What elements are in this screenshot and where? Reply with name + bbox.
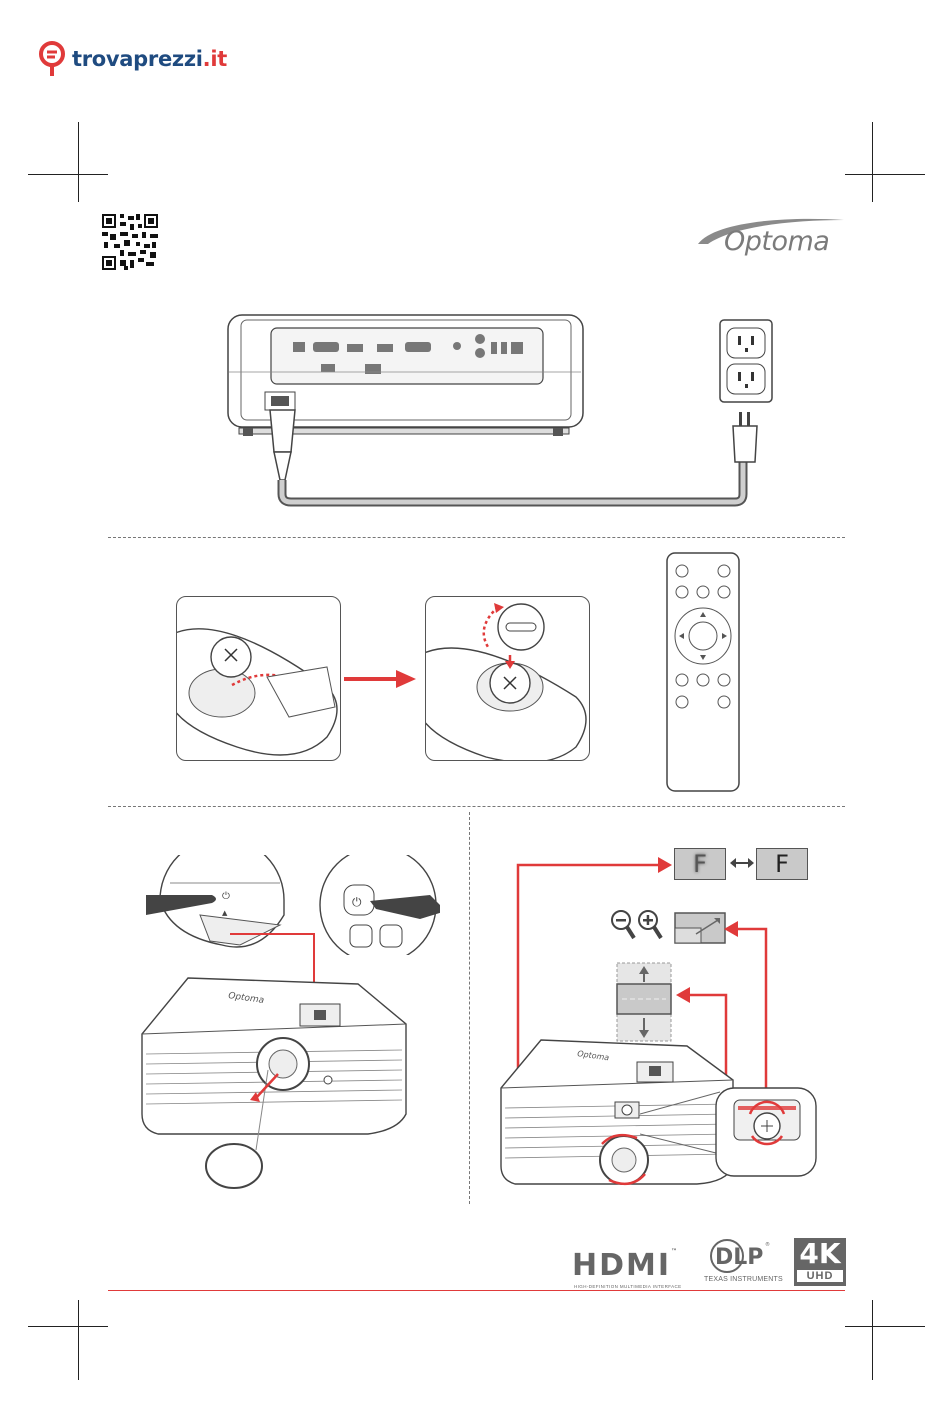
- certification-logos: HDMI™ HIGH-DEFINITION MULTIMEDIA INTERFA…: [572, 1238, 848, 1288]
- hdmi-logo: HDMI™: [572, 1248, 679, 1283]
- svg-text:▲: ▲: [222, 909, 228, 917]
- section-divider-vertical: [469, 812, 470, 1204]
- battery-insert-panel: [425, 596, 590, 761]
- next-step-arrow-icon: [344, 670, 416, 688]
- svg-text:DLP: DLP: [715, 1245, 763, 1270]
- lens-dial-callout: [640, 1070, 822, 1180]
- power-outlet-icon: [720, 320, 772, 402]
- battery-remove-panel: [176, 596, 341, 761]
- footer-rule: [108, 1290, 845, 1291]
- optoma-logo: Optoma: [694, 214, 854, 266]
- projector-front-illustration: Optoma: [138, 974, 410, 1194]
- 4k-uhd-logo: 4K UHD: [794, 1238, 846, 1286]
- trovaprezzi-pin-icon: [38, 40, 66, 78]
- battery-remove-illustration: [177, 597, 340, 760]
- battery-insert-illustration: [426, 597, 589, 760]
- remote-control-icon[interactable]: [666, 552, 740, 792]
- power-icon: ⏻: [222, 891, 230, 902]
- texas-instruments-label: TEXAS INSTRUMENTS: [704, 1276, 783, 1283]
- section-divider-2: [108, 806, 845, 807]
- svg-text:⏻: ⏻: [352, 895, 362, 909]
- optoma-wordmark: Optoma: [724, 226, 829, 257]
- brand-name: trovaprezzi.it: [72, 47, 227, 71]
- trovaprezzi-logo[interactable]: trovaprezzi.it: [38, 40, 227, 78]
- svg-text:®: ®: [765, 1241, 770, 1248]
- qr-code-icon[interactable]: [102, 214, 158, 270]
- hdmi-subtitle: HIGH-DEFINITION MULTIMEDIA INTERFACE: [574, 1284, 682, 1289]
- power-connection-illustration: [225, 312, 785, 512]
- section-divider-1: [108, 537, 845, 538]
